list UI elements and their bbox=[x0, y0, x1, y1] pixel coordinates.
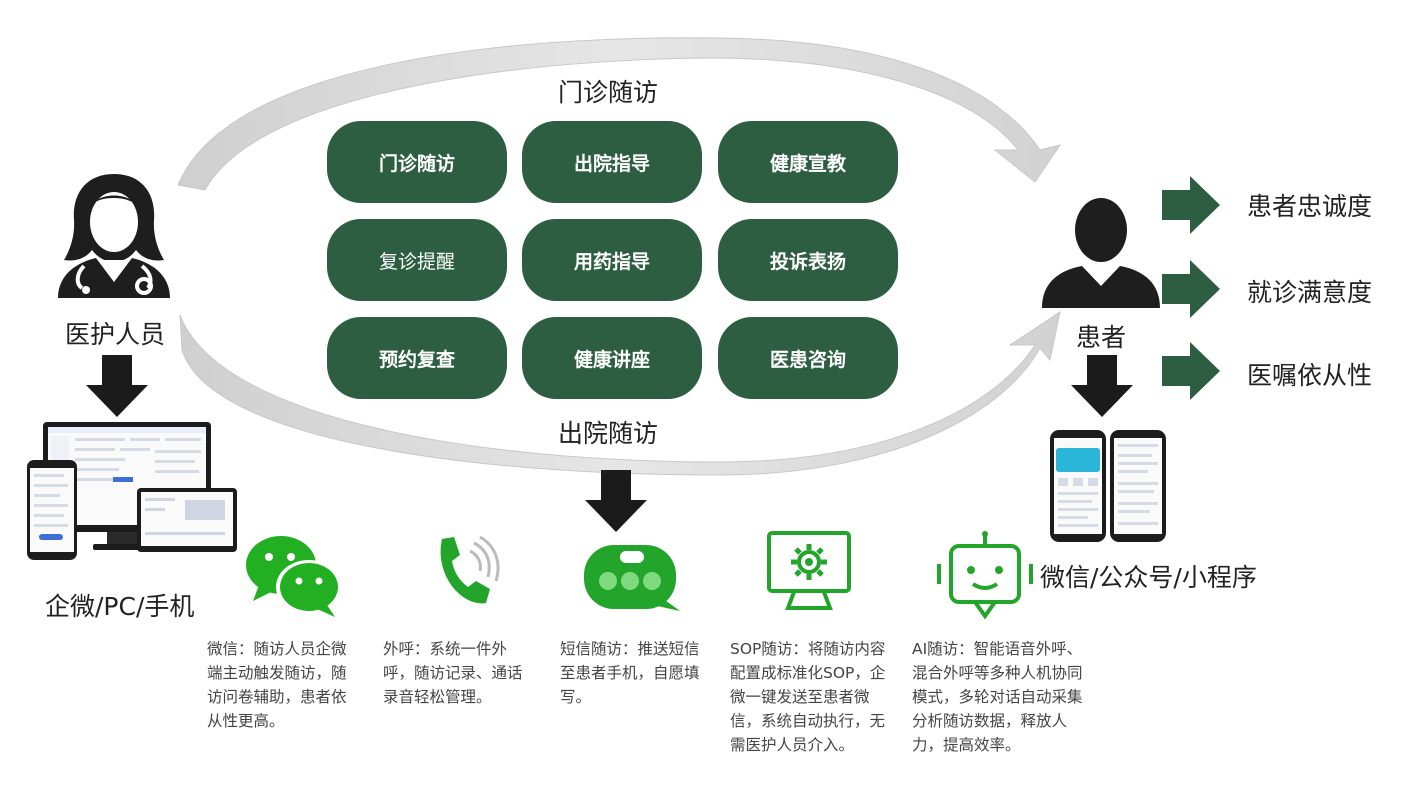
sop-description: SOP随访：将随访内容配置成标准化SOP，企微一键发送至患者微信，系统自动执行，… bbox=[730, 640, 886, 754]
outpatient-followup-label: 门诊随访 bbox=[557, 78, 658, 107]
outcome-loyalty: 患者忠诚度 bbox=[1247, 192, 1373, 221]
phone-description: 外呼：系统一件外呼，随访记录、通话录音轻松管理。 bbox=[383, 640, 523, 706]
sop-gear-icon bbox=[767, 531, 851, 610]
discharge-followup-label: 出院随访 bbox=[557, 419, 658, 448]
outcome-satisfaction: 就诊满意度 bbox=[1247, 278, 1373, 307]
robot-icon bbox=[937, 531, 1033, 620]
phone-call-icon bbox=[440, 535, 500, 604]
patient-channels-label: 微信/公众号/小程序 bbox=[1040, 563, 1257, 592]
patient-icon bbox=[1042, 198, 1160, 308]
down-arrow-icon bbox=[86, 355, 148, 417]
card-discharge-guidance: 出院指导 bbox=[522, 121, 702, 203]
card-complaint-praise: 投诉表扬 bbox=[718, 219, 898, 301]
staff-label: 医护人员 bbox=[65, 320, 166, 349]
bottom-arc bbox=[179, 310, 1061, 476]
mobile-phones-icon bbox=[1050, 430, 1166, 542]
card-medication-guidance: 用药指导 bbox=[522, 219, 702, 301]
sms-description: 短信随访：推送短信至患者手机，自愿填写。 bbox=[560, 640, 700, 706]
staff-devices-label: 企微/PC/手机 bbox=[45, 592, 195, 621]
wechat-icon bbox=[246, 536, 342, 617]
card-appointment-recheck: 预约复查 bbox=[327, 317, 507, 399]
right-arrow-icon bbox=[1162, 176, 1220, 234]
card-outpatient-followup: 门诊随访 bbox=[327, 121, 507, 203]
pc-phone-devices-icon bbox=[27, 422, 237, 560]
right-arrow-icon bbox=[1162, 342, 1220, 400]
outcome-compliance: 医嘱依从性 bbox=[1247, 361, 1373, 390]
right-arrow-icon bbox=[1162, 260, 1220, 318]
doctor-icon bbox=[58, 174, 170, 298]
card-health-education: 健康宣教 bbox=[718, 121, 898, 203]
sms-icon bbox=[584, 545, 680, 611]
ai-description: AI随访：智能语音外呼、混合外呼等多种人机协同模式，多轮对话自动采集分析随访数据… bbox=[912, 640, 1083, 754]
card-doctor-patient-consult: 医患咨询 bbox=[718, 317, 898, 399]
down-arrow-icon bbox=[585, 470, 647, 532]
patient-label: 患者 bbox=[1076, 323, 1127, 352]
top-arc bbox=[177, 37, 1062, 191]
wechat-description: 微信：随访人员企微端主动触发随访，随访问卷辅助，患者依从性更高。 bbox=[207, 640, 347, 730]
card-health-lecture: 健康讲座 bbox=[522, 317, 702, 399]
card-revisit-reminder: 复诊提醒 bbox=[327, 219, 507, 301]
down-arrow-icon bbox=[1071, 355, 1133, 417]
